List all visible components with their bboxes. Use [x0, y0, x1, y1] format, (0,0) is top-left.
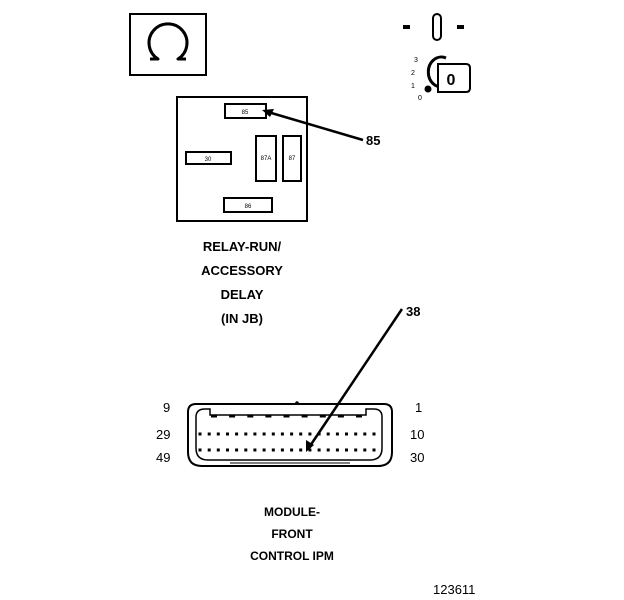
- connector-body: [187, 401, 393, 467]
- relay-callout: 85: [262, 109, 380, 148]
- connector-pin-cavity: [363, 448, 367, 452]
- connector-pin-cavity: [345, 432, 348, 436]
- connector-title-line-3: CONTROL IPM: [250, 549, 334, 563]
- connector-pin-cavity: [335, 432, 339, 436]
- connector-pin-cavity: [337, 414, 344, 418]
- connector-pin-cavity: [216, 432, 220, 436]
- connector-pin-30-label: 30: [410, 450, 424, 465]
- connector-pin-cavity: [280, 448, 284, 452]
- connector-pin-cavity: [244, 432, 248, 436]
- connector-pin-cavity: [301, 414, 308, 418]
- connector-pin-cavity: [335, 448, 339, 452]
- connector-pin-cavity: [283, 414, 290, 418]
- ignition-key-label: 0: [447, 72, 456, 89]
- connector-pin-1-label: 1: [415, 400, 422, 415]
- connector-pin-cavity: [253, 448, 257, 452]
- connector-pin-cavity: [198, 432, 202, 436]
- relay-pin-87a-box: [255, 135, 277, 182]
- connector-pin-49-label: 49: [156, 450, 170, 465]
- connector-pin-cavity: [271, 448, 275, 452]
- connector-pin-cavity: [372, 432, 376, 436]
- connector-pin-cavity: [198, 448, 202, 452]
- relay-title-line-3: DELAY: [221, 287, 264, 302]
- connector-pin-cavity: [299, 448, 303, 452]
- connector-pin-cavity: [372, 448, 376, 452]
- connector-title: MODULE- FRONT CONTROL IPM: [250, 505, 334, 563]
- connector-pin-cavity: [317, 448, 321, 452]
- connector-pin-cavity: [207, 448, 211, 452]
- connector-pin-cavity: [319, 414, 326, 418]
- connector-pin-cavity: [247, 414, 254, 418]
- relay-title-line-1: RELAY-RUN/: [203, 239, 282, 254]
- relay-pin-30-box: [185, 151, 232, 165]
- connector-pin-cavity: [226, 432, 229, 436]
- connector-pin-cavity: [354, 432, 358, 436]
- connector-pin-cavity: [290, 432, 294, 436]
- ignition-position-3: 3: [414, 57, 418, 64]
- connector-pin-cavity: [308, 432, 312, 436]
- relay-title: RELAY-RUN/ ACCESSORY DELAY (IN JB): [201, 239, 283, 326]
- relay-pin-86-box: [223, 197, 273, 213]
- ignition-position-1: 1: [411, 83, 415, 90]
- relay-callout-label: 85: [366, 133, 380, 148]
- connector-pin-cavity: [280, 432, 284, 436]
- connector-pin-10-label: 10: [410, 427, 424, 442]
- relay-block: 85 30 87A 87 86: [176, 96, 308, 222]
- connector-pin-cavity: [262, 448, 266, 452]
- connector-pin-cavity: [271, 432, 275, 436]
- connector-pin-cavity: [229, 414, 236, 418]
- relay-pin-86-label: 86: [245, 204, 252, 210]
- connector-pin-cavity: [262, 432, 266, 436]
- connector-pin-cavity: [345, 448, 348, 452]
- connector-title-line-2: FRONT: [271, 527, 313, 541]
- connector-pin-cavity: [211, 414, 217, 418]
- connector-top-row: [211, 414, 362, 418]
- connector-pin-cavity: [326, 432, 330, 436]
- relay-title-line-2: ACCESSORY: [201, 263, 283, 278]
- connector-pin-cavity: [356, 414, 362, 418]
- connector-pin-cavity: [253, 432, 257, 436]
- connector-pin-cavity: [244, 448, 248, 452]
- connector-title-line-1: MODULE-: [264, 505, 320, 519]
- connector-pin-cavity: [265, 414, 272, 418]
- connector-pin-cavity: [235, 448, 239, 452]
- connector-pin-9-label: 9: [163, 400, 170, 415]
- relay-title-line-4: (IN JB): [221, 311, 263, 326]
- connector-pin-29-label: 29: [156, 427, 170, 442]
- connector-callout-label: 38: [406, 304, 420, 319]
- connector-pin-cavity: [363, 432, 367, 436]
- relay-pin-85-label: 85: [242, 110, 249, 116]
- connector-middle-row: [198, 432, 376, 436]
- relay-pin-87-label: 87: [289, 156, 296, 162]
- omega-symbol: [129, 13, 207, 76]
- ignition-position-2: 2: [411, 70, 415, 77]
- relay-pin-30-label: 30: [205, 157, 212, 163]
- connector-pin-cavity: [290, 448, 294, 452]
- relay-pin-87a-label: 87A: [261, 156, 272, 162]
- connector-pin-cavity: [216, 448, 220, 452]
- connector-pin-cavity: [308, 448, 312, 452]
- relay-pin-87-box: [282, 135, 302, 182]
- connector-pin-cavity: [299, 432, 303, 436]
- figure-number: 123611: [433, 582, 475, 597]
- connector-pin-cavity: [326, 448, 330, 452]
- connector-pin-cavity: [354, 448, 358, 452]
- connector-bottom-row: [198, 448, 376, 452]
- connector-pin-cavity: [226, 448, 229, 452]
- ignition-switch-icon: 3 2 1 0 0: [403, 13, 471, 102]
- connector-pin-cavity: [207, 432, 211, 436]
- connector-pin-cavity: [235, 432, 239, 436]
- ignition-position-0: 0: [418, 95, 422, 102]
- connector-callout: 38: [306, 304, 420, 452]
